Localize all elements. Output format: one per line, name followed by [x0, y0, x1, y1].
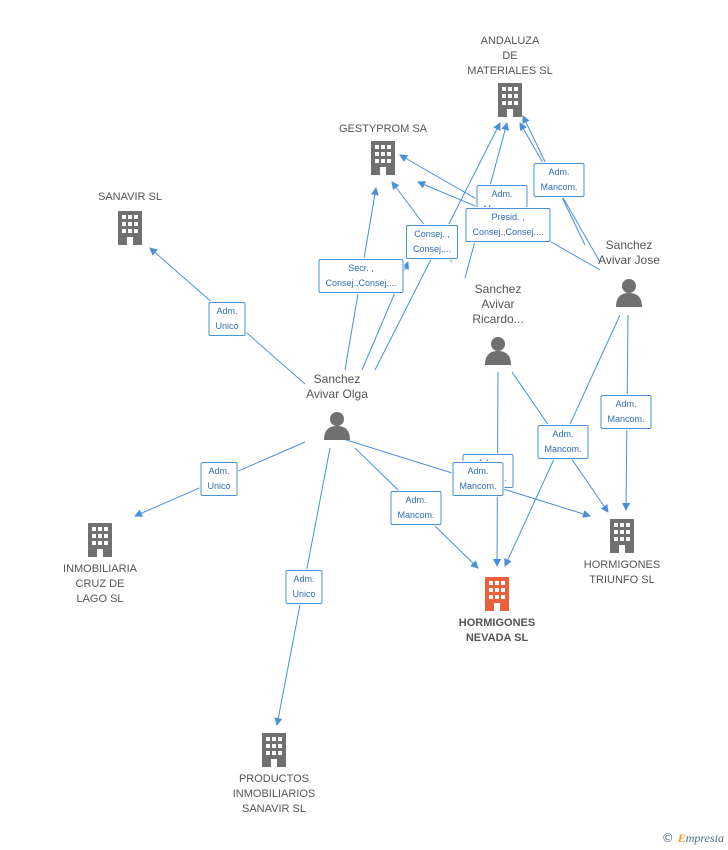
building-icon[interactable]	[498, 83, 522, 117]
brand-watermark: ©Empresia	[662, 831, 724, 846]
building-icon[interactable]	[610, 519, 634, 553]
edge-label-jose-andaluza: Adm. Mancom.	[533, 163, 585, 197]
person-icon[interactable]	[324, 412, 350, 440]
edge-label-jose-triunfo: Adm. Mancom.	[600, 395, 652, 429]
building-icon[interactable]	[88, 523, 112, 557]
node-label-olga[interactable]: Sanchez Avivar Olga	[306, 372, 368, 401]
person-icon[interactable]	[485, 337, 511, 365]
copyright-icon: ©	[661, 831, 674, 845]
building-icon[interactable]	[371, 141, 395, 175]
person-icon[interactable]	[616, 279, 642, 307]
node-label-hormigones-nevada[interactable]: HORMIGONES NEVADA SL	[458, 617, 536, 644]
node-label-gestyprom[interactable]: GESTYPROM SA	[338, 123, 428, 135]
building-icon[interactable]	[262, 733, 286, 767]
node-label-andaluza[interactable]: ANDALUZA DE MATERIALES SL	[467, 35, 553, 77]
edge-label-ricardo-nevada: Adm. Mancom.	[452, 462, 504, 496]
building-icon[interactable]	[485, 577, 509, 611]
edge-label-olga-gestyprom: Secr. , Consej.,Consej....	[318, 259, 404, 293]
building-icon[interactable]	[118, 211, 142, 245]
edge-label-olga-inmobiliaria: Adm. Unico	[200, 462, 238, 496]
edge-label-olga-sanavir: Adm. Unico	[208, 302, 246, 336]
node-label-hormigones-triunfo[interactable]: HORMIGONES TRIUNFO SL	[583, 559, 661, 586]
edge-label-ricardo-gestyprom: Presid. , Consej.,Consej....	[465, 208, 551, 242]
edge-label-olga-nevada: Adm. Mancom.	[390, 491, 442, 525]
node-label-inmobiliaria[interactable]: INMOBILIARIA CRUZ DE LAGO SL	[63, 563, 137, 605]
edge-label-olga-productos: Adm. Unico	[285, 570, 323, 604]
edge-label-jose-nevada: Adm. Mancom.	[537, 425, 589, 459]
node-label-sanavir[interactable]: SANAVIR SL	[98, 191, 162, 203]
node-label-ricardo[interactable]: Sanchez Avivar Ricardo...	[472, 282, 524, 326]
edge-label-olga-andaluza: Consej. , Consej....	[405, 225, 459, 259]
node-label-jose[interactable]: Sanchez Avivar Jose	[598, 238, 660, 267]
brand-logo-text: mpresia	[685, 831, 724, 845]
node-label-productos[interactable]: PRODUCTOS INMOBILIARIOS SANAVIR SL	[232, 773, 316, 815]
brand-logo-letter: E	[677, 831, 686, 845]
